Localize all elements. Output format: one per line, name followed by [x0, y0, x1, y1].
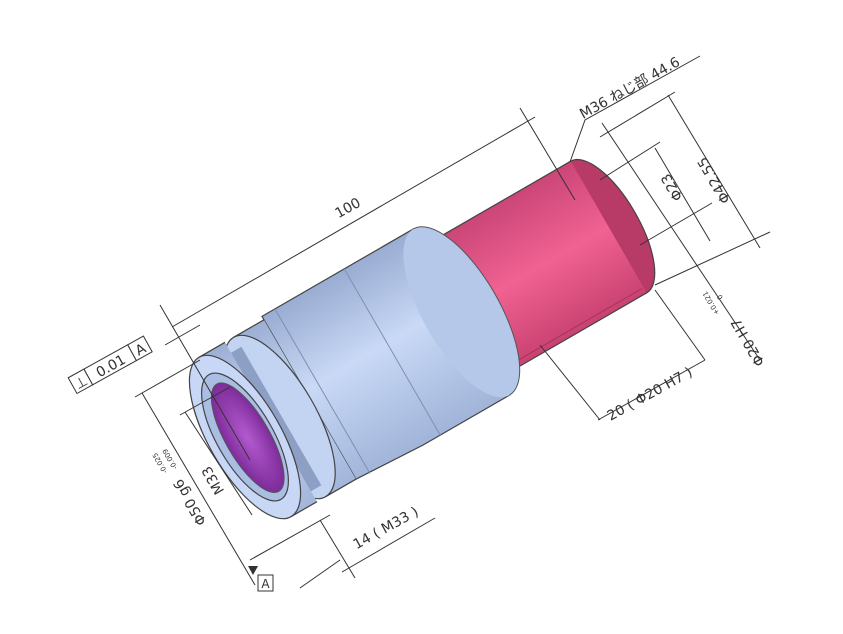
dim-dia-20-h7: Φ20 H7: [728, 315, 768, 369]
dim-thread-note: M36 ねじ部 44.6: [577, 54, 683, 122]
dim-dia-23: Φ23: [658, 171, 686, 204]
dim-bore-depth: 20 ( Φ20 H7 ): [605, 365, 696, 425]
part-model: [188, 158, 656, 520]
gdt-frame: ⊥ 0.01 A: [67, 335, 153, 395]
dim-dia-42: Φ42.55: [695, 154, 734, 206]
dim-thread-depth: 14 ( M33 ): [351, 504, 422, 553]
body-section: [261, 226, 521, 480]
dim-dia-20-tol-upper: +0.021: [701, 290, 721, 316]
dim-overall-length: 100: [332, 195, 363, 222]
flange-front: [188, 341, 318, 520]
dimension-lines: [134, 55, 771, 589]
datum-a-label: A: [261, 577, 270, 591]
bore: [210, 382, 285, 494]
dim-dia-20-tol-lower: 0: [716, 293, 725, 301]
datum-a: A: [257, 574, 274, 592]
dim-dia-50-g6: Φ50 g6: [171, 476, 210, 528]
